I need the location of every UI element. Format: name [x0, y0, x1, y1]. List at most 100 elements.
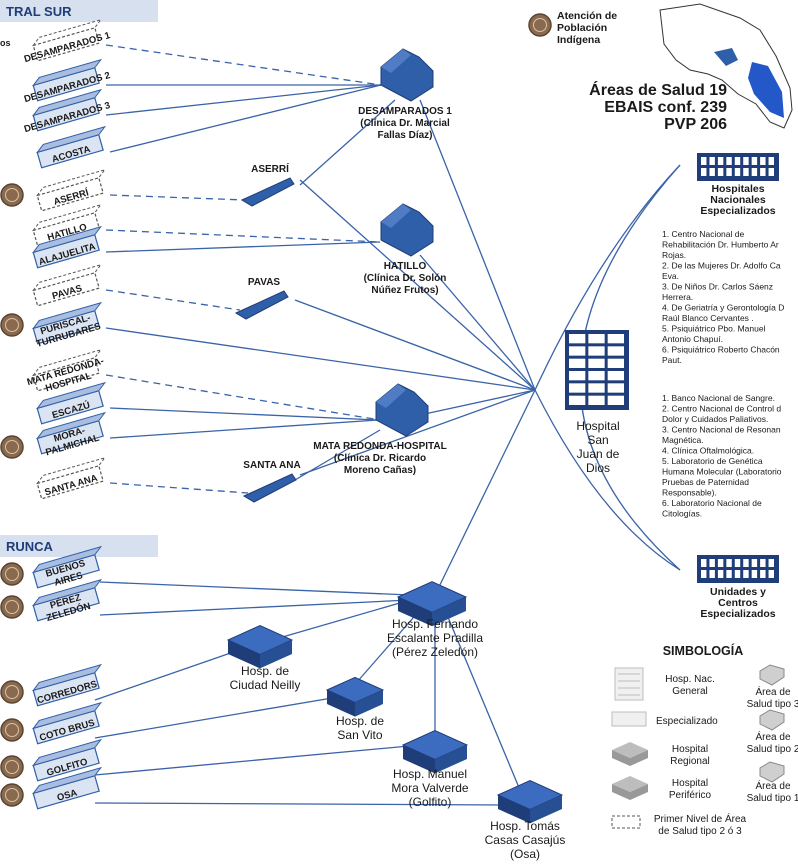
mid-area-icon-0 [240, 177, 295, 207]
brunca-hospital-icon-3 [401, 730, 469, 774]
legend-periferico-icon-s [612, 784, 648, 800]
connector-line [109, 482, 249, 494]
national-hospitals-icon-window [743, 168, 749, 176]
national-hospital-item: Rehabilitación Dr. Humberto Ar [662, 240, 779, 250]
connector-line [94, 647, 246, 701]
area-block-3-top [35, 125, 107, 154]
national-hospital-item: Rojas. [662, 250, 686, 260]
national-hospitals-icon-window [701, 157, 707, 165]
national-hospitals-icon-window [751, 157, 758, 165]
clinic-icon-0-roof [381, 49, 411, 73]
connector-line [294, 299, 536, 391]
specialized-units-icon-window [701, 559, 707, 567]
specialized-unit-item: Pruebas de Paternidad [662, 477, 749, 487]
area-block-10-top [35, 381, 107, 410]
costa-rica-map [659, 3, 793, 129]
brunca-area-block-3-top [31, 701, 103, 730]
specialized-units-icon [697, 555, 779, 583]
indigenous-medal-brunca-4 [0, 755, 24, 779]
connector-line [419, 254, 536, 391]
region-banner-central-sur [0, 0, 158, 22]
connector-line [109, 194, 246, 201]
left-edge-label: os [0, 38, 11, 48]
region-title-central-sur: TRAL SUR [6, 4, 72, 19]
stat-2: PVP 206 [664, 116, 727, 133]
brunca-hospital-icon-2-left [327, 690, 355, 717]
brunca-hospital-icon-3-left [403, 745, 435, 774]
indigenous-medal-brunca-4-outer [0, 755, 24, 779]
central-hospital-icon-window [569, 346, 586, 356]
indigenous-medal-central-1 [0, 313, 24, 337]
clinic-icon-0 [380, 48, 434, 102]
connector-line [434, 389, 536, 596]
specialized-unit-item: Dolor y Cuidados Paliativos. [662, 414, 768, 424]
specialized-units-icon-window [717, 570, 724, 578]
indigenous-medal-brunca-1-inner [5, 600, 19, 614]
indigenous-medal-brunca-0-outer [0, 562, 24, 586]
national-hospitals-icon-window [760, 157, 766, 165]
specialized-units-icon-window [768, 570, 774, 578]
brunca-hospital-icon-3-right [435, 745, 467, 774]
connector-line [349, 609, 421, 691]
connector-line [444, 609, 521, 791]
central-hospital-icon-window [569, 395, 586, 405]
central-hospital-icon-window [607, 383, 624, 393]
area-block-7: PAVAS [31, 263, 103, 307]
brunca-hospital-icon-1-right [260, 640, 292, 669]
area-block-8: PURISCAL-TURRUBARES [31, 301, 103, 350]
mid-area-label-1: PAVAS [248, 277, 281, 288]
brunca-hospital-icon-2 [325, 676, 385, 717]
indigenous-medal-central-0-outer [0, 183, 24, 207]
brunca-area-block-5-label: OSA [56, 787, 79, 803]
mid-area-label-0: ASERRÍ [251, 162, 289, 175]
indigenous-medal-brunca-1 [0, 595, 24, 619]
clinic-icon-2 [375, 383, 429, 437]
national-hospitals-icon-window [768, 168, 774, 176]
national-hospital-item: Eva. [662, 271, 679, 281]
clinic-label-2: MATA REDONDA-HOSPITAL(Clínica Dr. Ricard… [313, 441, 447, 476]
area-block-7-top [31, 263, 103, 292]
specialized-unit-item: Humana Molecular (Laboratorio [662, 467, 782, 477]
national-hospitals-icon-window [717, 168, 724, 176]
legend-nac-general-label: Hosp. Nac.General [665, 674, 714, 697]
central-hospital-icon-window [569, 334, 586, 344]
area-block-12-top [35, 456, 107, 485]
area-block-1-top [31, 58, 103, 87]
clinic-icon-2-roof [376, 384, 406, 408]
area-block-8-top [31, 301, 103, 330]
specialized-units-icon-window [760, 559, 766, 567]
indigenous-medal-brunca-5-inner [5, 788, 19, 802]
area-block-4-top [35, 168, 107, 197]
legend-area3-icon [759, 664, 785, 686]
map-region-brunca [748, 62, 784, 118]
brunca-area-block-1-top [31, 578, 103, 607]
connector-line [105, 327, 536, 391]
specialized-unit-item: Responsable). [662, 488, 717, 498]
national-hospitals-icon-window [709, 157, 715, 165]
brunca-hospital-icon-4-left [498, 795, 530, 824]
central-hospital-icon-window [607, 358, 624, 368]
area-block-3: ACOSTA [35, 125, 107, 169]
indigenous-medal-brunca-3-outer [0, 718, 24, 742]
connector-line [419, 389, 536, 416]
connector-line [105, 44, 382, 86]
indigenous-legend-medal [528, 13, 552, 37]
legend-area1-icon [759, 761, 785, 783]
legend-especializado-icon-b [611, 711, 647, 727]
national-hospital-item: Antonio Chapuí. [662, 334, 723, 344]
connector-line [99, 599, 411, 616]
brunca-hospital-icon-0-left [398, 597, 432, 627]
legend-area1-icon-h [759, 761, 785, 783]
legend-title: SIMBOLOGÍA [663, 643, 744, 658]
stat-1: EBAIS conf. 239 [604, 99, 727, 116]
specialized-unit-item: 5. Laboratorio de Genética [662, 456, 763, 466]
legend-area2-icon-h [759, 709, 785, 731]
specialized-unit-item: 6. Laboratorio Nacional de [662, 498, 762, 508]
